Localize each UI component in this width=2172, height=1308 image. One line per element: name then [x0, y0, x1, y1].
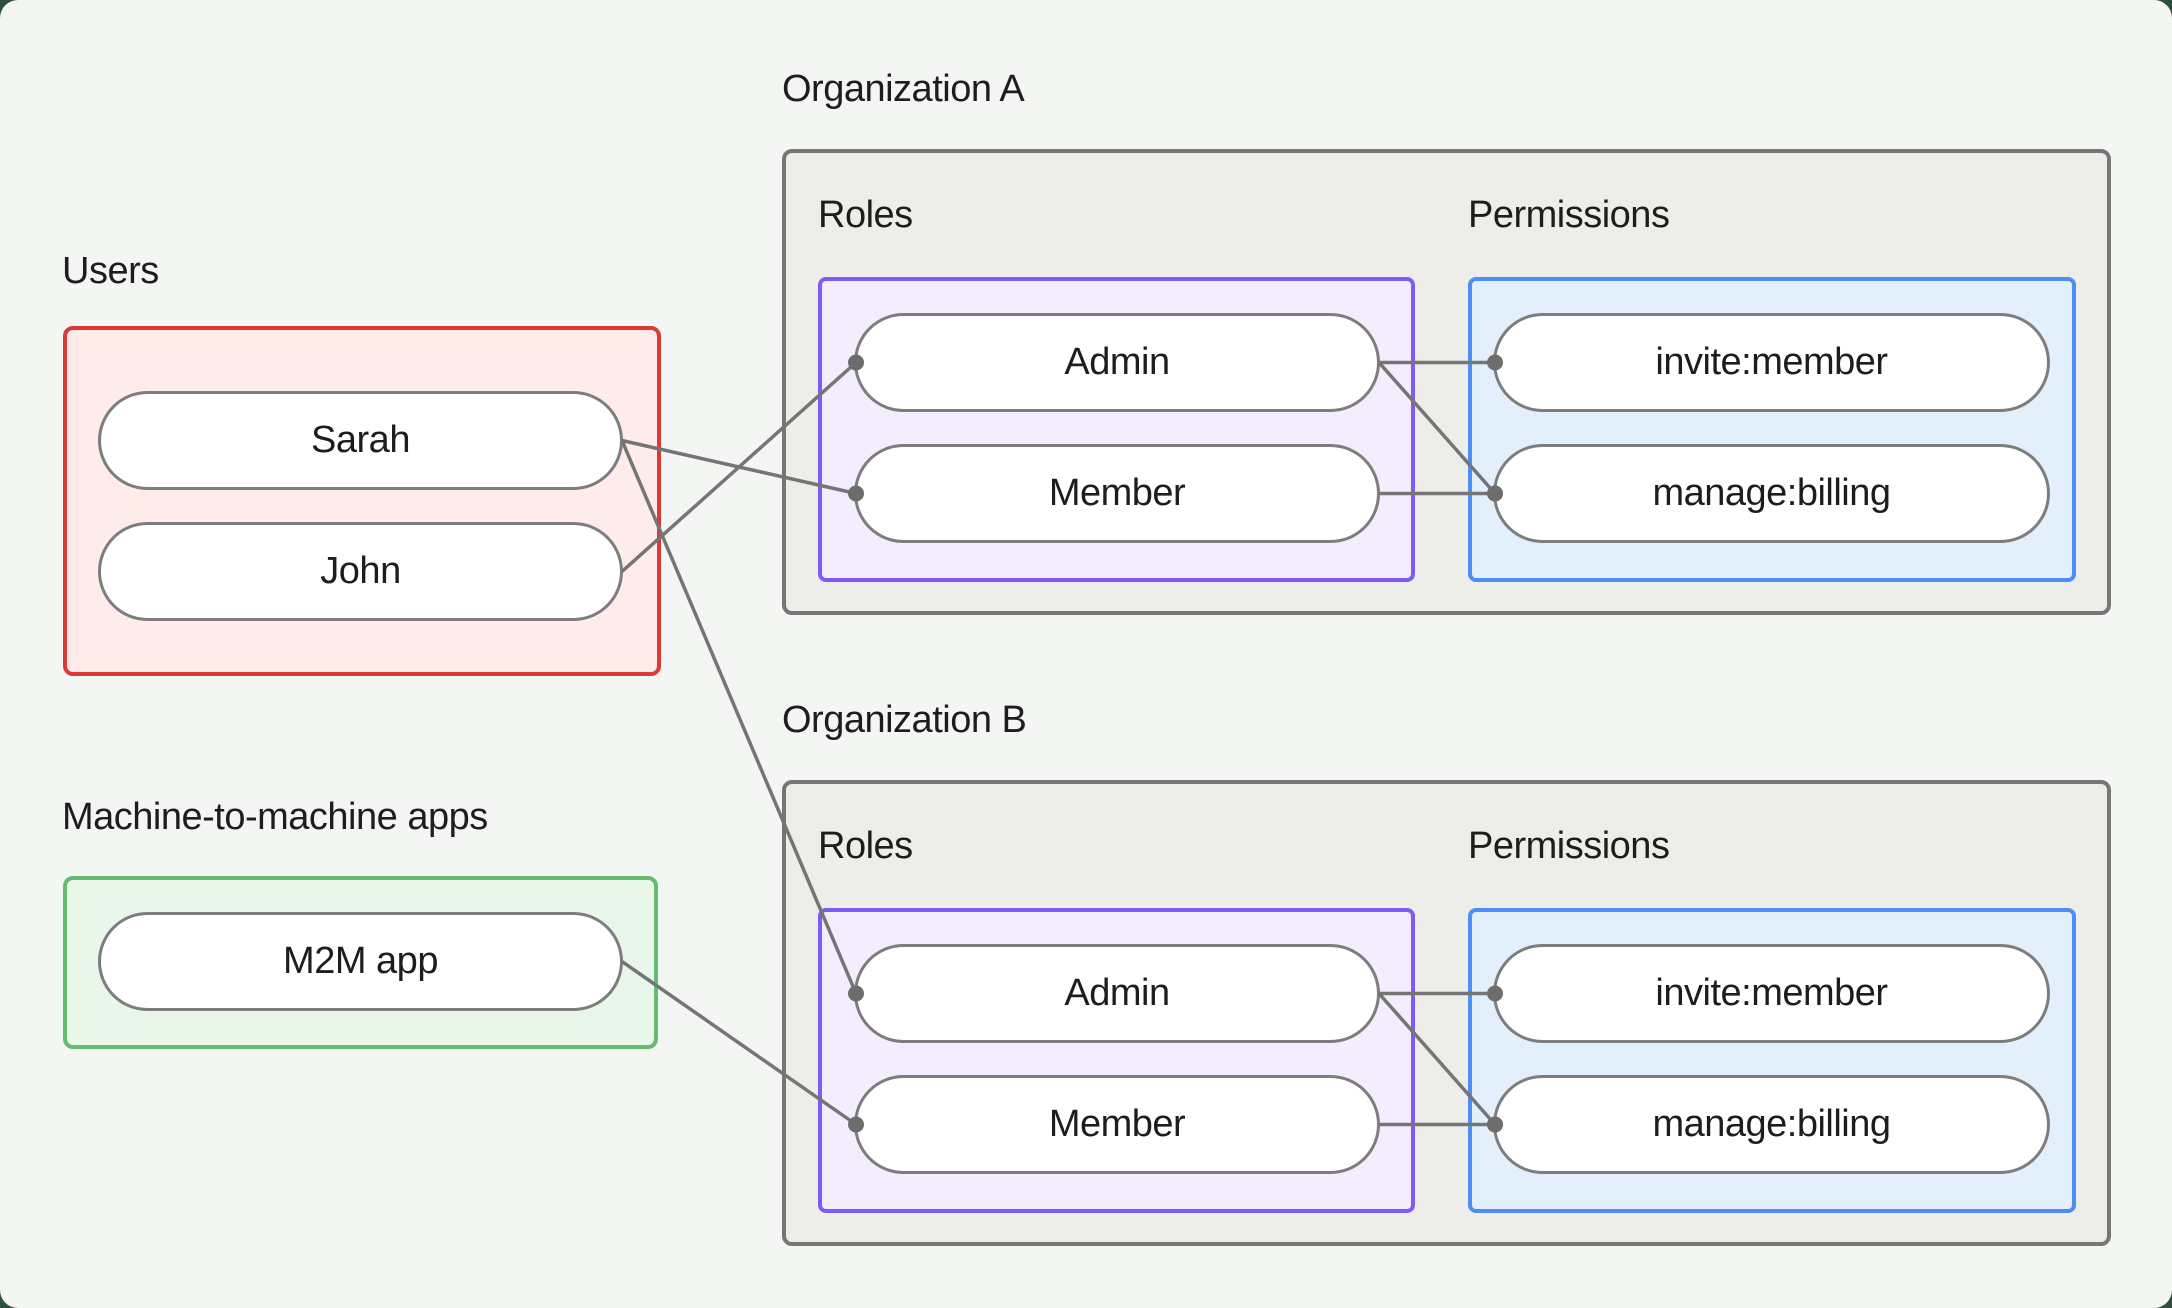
org-a-roles-label: Roles [818, 194, 913, 236]
users-group-box [63, 326, 661, 676]
role-node-label: Admin [1064, 341, 1170, 383]
users-section-label: Users [62, 250, 159, 292]
org-b-role-admin-node: Admin [854, 944, 1380, 1043]
role-node-label: Member [1048, 1103, 1186, 1145]
permission-node-label: manage:billing [1652, 472, 1891, 514]
org-b-role-member-node: Member [854, 1075, 1380, 1174]
org-b-permission-invite-node: invite:member [1493, 944, 2050, 1043]
user-node-john: John [98, 522, 623, 621]
role-node-label: Member [1048, 472, 1186, 514]
org-a-permission-invite-node: invite:member [1493, 313, 2050, 412]
role-node-label: Admin [1064, 972, 1170, 1014]
org-a-role-member-node: Member [854, 444, 1380, 543]
org-a-permissions-label: Permissions [1468, 194, 1670, 236]
user-node-label: Sarah [311, 419, 410, 461]
org-b-title: Organization B [782, 699, 1027, 741]
org-b-permission-manage-node: manage:billing [1493, 1075, 2050, 1174]
org-b-roles-label: Roles [818, 825, 913, 867]
permission-node-label: manage:billing [1652, 1103, 1891, 1145]
org-a-role-admin-node: Admin [854, 313, 1380, 412]
org-b-permissions-label: Permissions [1468, 825, 1670, 867]
permission-node-label: invite:member [1655, 341, 1888, 383]
m2m-app-node: M2M app [98, 912, 623, 1011]
user-node-label: John [320, 550, 401, 592]
org-a-permission-manage-node: manage:billing [1493, 444, 2050, 543]
m2m-section-label: Machine-to-machine apps [62, 796, 488, 838]
m2m-app-node-label: M2M app [283, 940, 438, 982]
user-node-sarah: Sarah [98, 391, 623, 490]
org-a-title: Organization A [782, 68, 1025, 110]
permission-node-label: invite:member [1655, 972, 1888, 1014]
